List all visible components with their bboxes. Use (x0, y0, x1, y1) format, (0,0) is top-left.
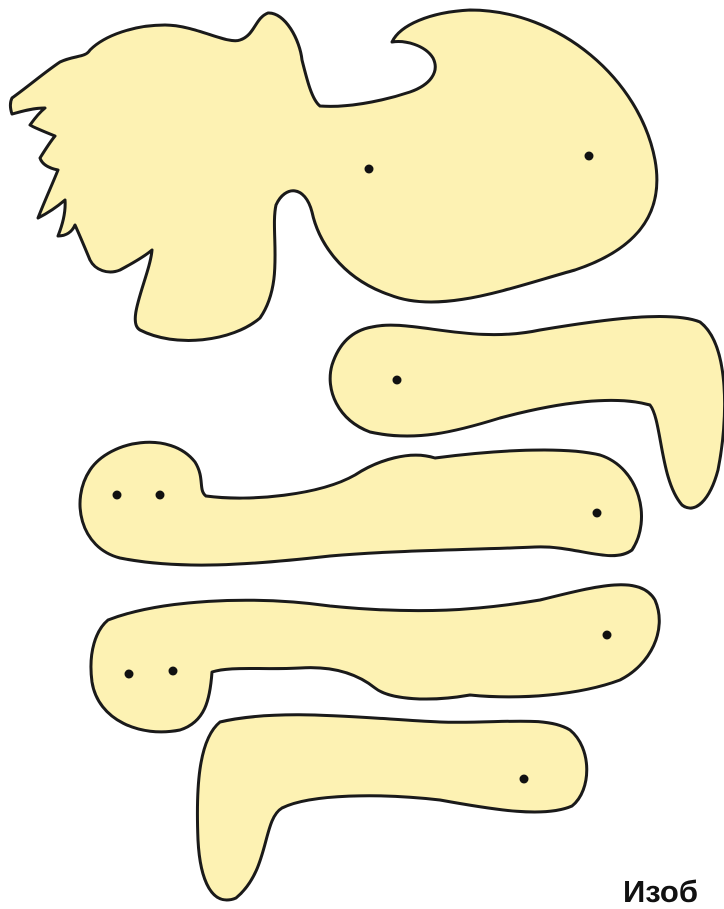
pattern-dot (125, 670, 134, 679)
bottom-piece (197, 715, 586, 900)
long-piece-2 (80, 442, 642, 565)
pattern-dot (113, 491, 122, 500)
bottom-piece-shape (197, 715, 586, 900)
head-piece-shape (11, 10, 657, 340)
long-piece-2-shape (80, 442, 642, 565)
long-piece-3 (91, 585, 659, 732)
pattern-dot (520, 775, 529, 784)
head-piece (11, 10, 657, 340)
pattern-dot (593, 509, 602, 518)
pattern-dot (156, 491, 165, 500)
pattern-dot (393, 376, 402, 385)
pattern-dot (585, 152, 594, 161)
long-piece-3-shape (91, 585, 659, 732)
figure-caption: Изоб (623, 876, 698, 907)
pattern-dot (365, 165, 374, 174)
pattern-dot (169, 667, 178, 676)
pattern-dot (603, 631, 612, 640)
